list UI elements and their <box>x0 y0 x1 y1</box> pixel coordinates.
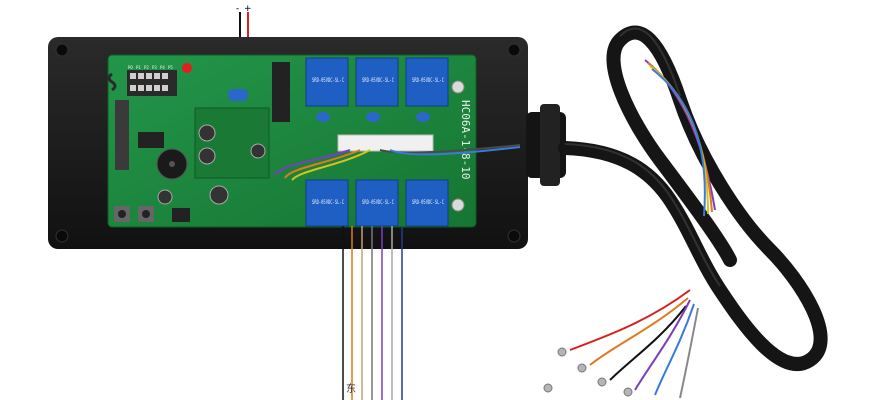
mounting-holes <box>55 43 521 243</box>
dip-pin-label: PO <box>128 65 133 70</box>
transistor <box>172 208 190 222</box>
relay-text-1: SRD-05VDC-SL-C <box>312 77 344 84</box>
terminal-connector <box>337 134 434 152</box>
ribbon-wires <box>274 144 521 181</box>
relay-text-2: SRD-05VDC-SL-C <box>362 77 394 84</box>
dip-pin-label: P1 <box>136 65 141 70</box>
relay-text-3: SRD-05VDC-SL-C <box>412 77 444 84</box>
pcb-screws <box>451 80 465 212</box>
tactile-buttons <box>114 206 154 222</box>
power-minus-label: - <box>236 4 239 14</box>
blue-capacitor <box>228 89 248 101</box>
fanout-wires-top <box>644 59 716 217</box>
status-led <box>182 63 192 73</box>
board-model-text: HC06A-1-8-10 <box>459 100 472 179</box>
dip-pin-label: P5 <box>168 65 173 70</box>
output-wires <box>342 226 403 400</box>
regulator <box>272 62 290 122</box>
capacitors <box>157 124 266 205</box>
power-plus-label: + <box>244 4 252 14</box>
relay-row-bottom <box>305 179 449 227</box>
relay-text-4: SRD-05VDC-SL-C <box>312 199 344 206</box>
relay-text-6: SRD-05VDC-SL-C <box>412 199 444 206</box>
fanout-wires-bottom <box>569 289 699 399</box>
crystal <box>115 100 129 170</box>
antenna-coil <box>107 72 117 92</box>
fork-terminals <box>543 347 633 397</box>
relay-row-top <box>305 57 449 107</box>
receiver-module <box>194 107 270 179</box>
dip-pin-label: P2 <box>144 65 149 70</box>
dip-pin-label: P3 <box>152 65 157 70</box>
chip <box>138 132 164 148</box>
relay-capacitors <box>316 112 430 122</box>
relay-text-5: SRD-05VDC-SL-C <box>362 199 394 206</box>
dip-header <box>127 70 177 96</box>
main-cable <box>558 25 828 371</box>
dip-pin-label: P4 <box>160 65 165 70</box>
wire-tag-label: 东 <box>346 382 356 395</box>
